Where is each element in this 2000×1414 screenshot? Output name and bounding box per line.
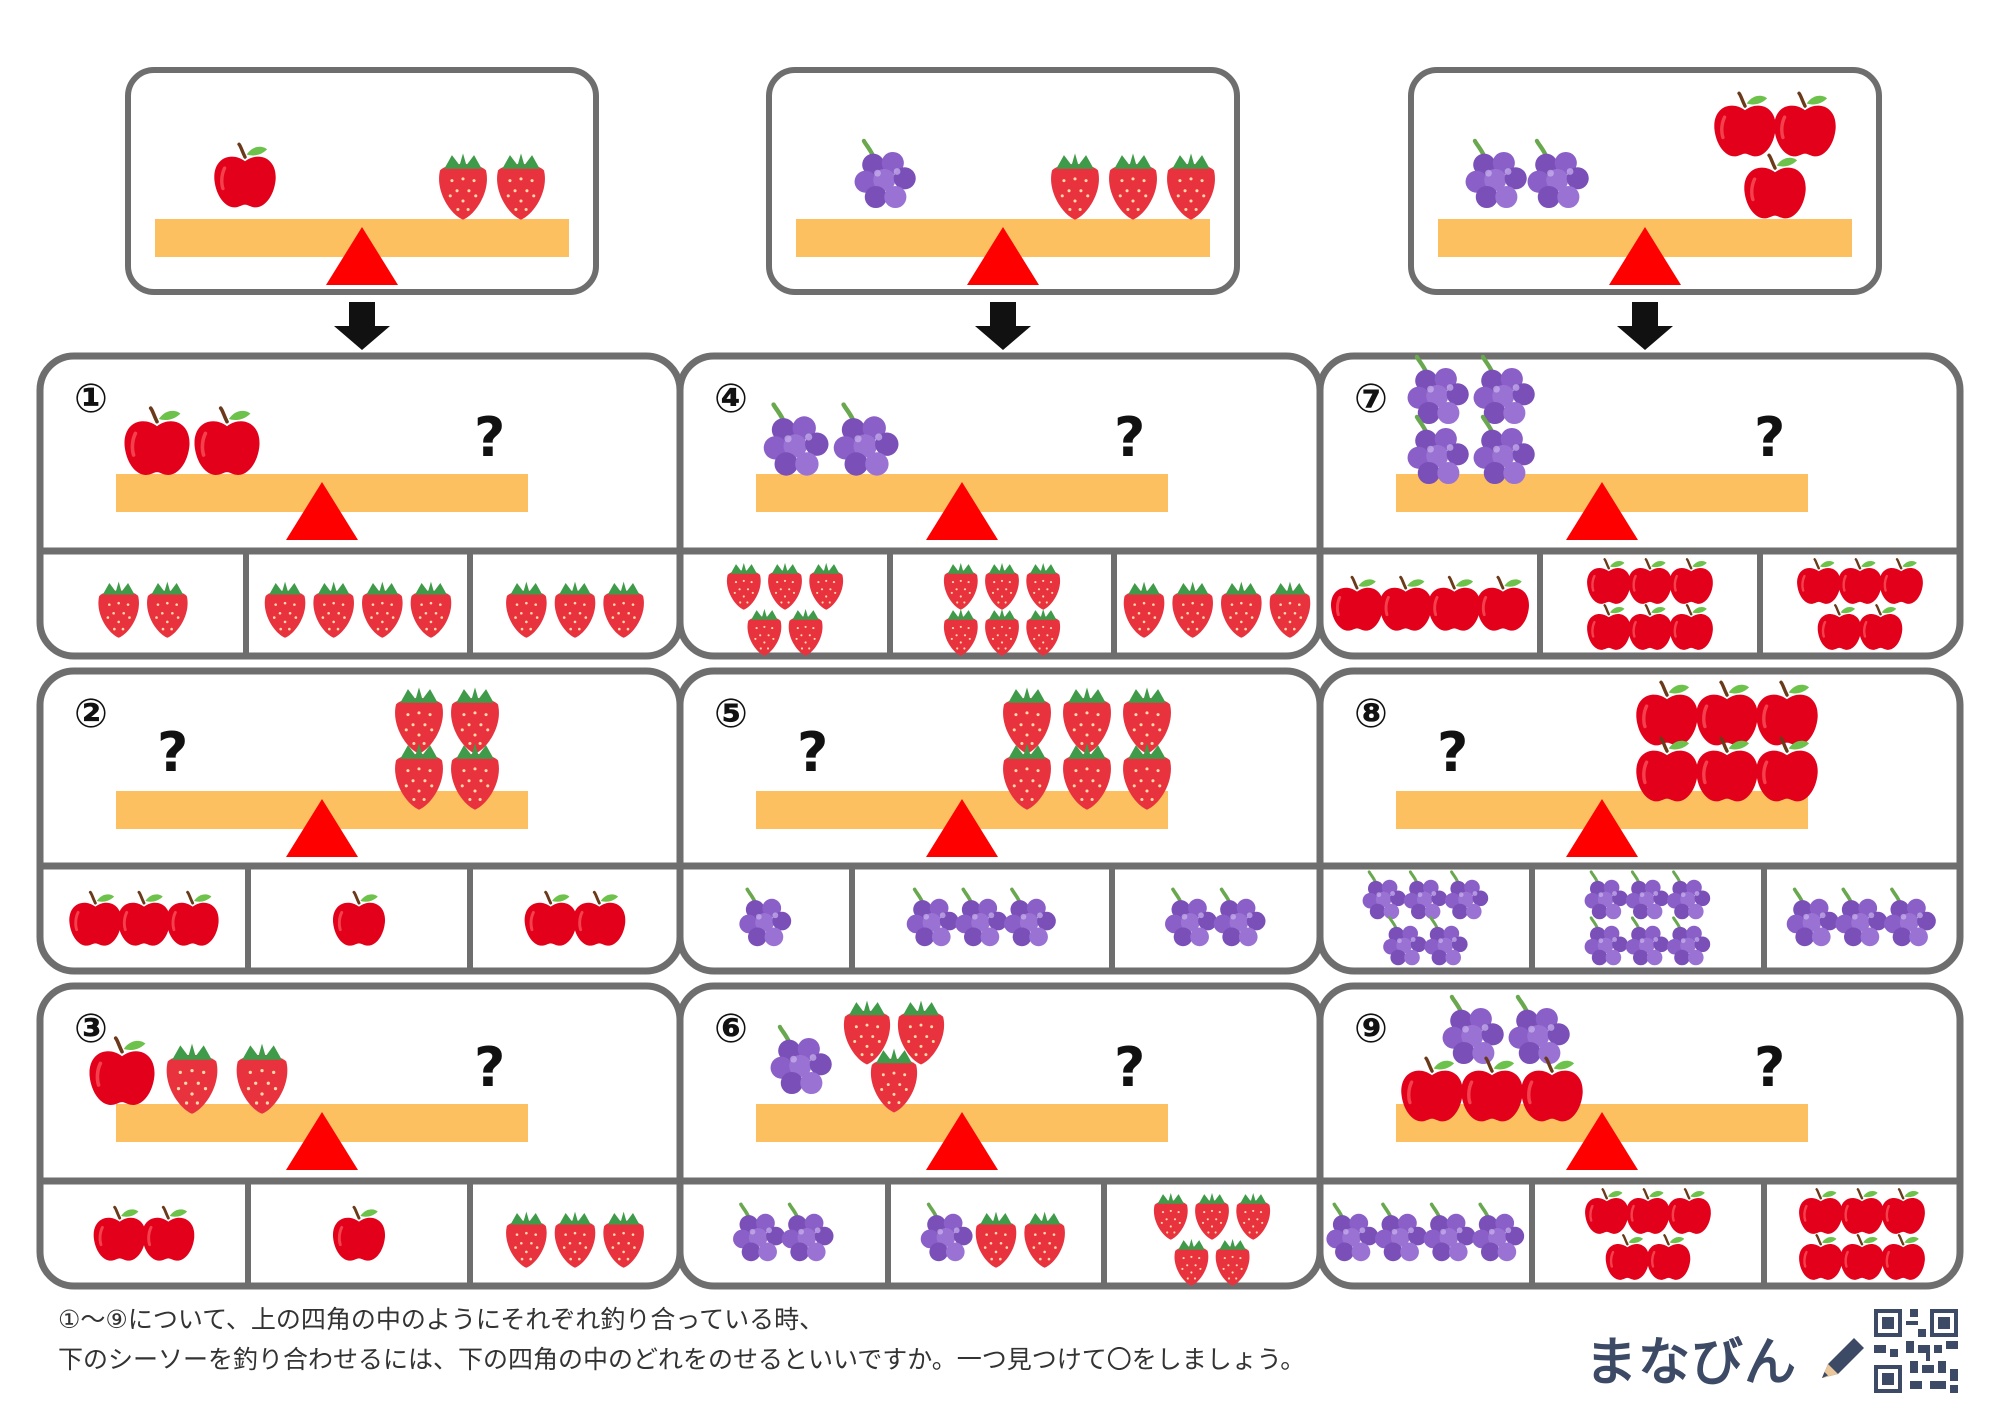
problem-number: ⑥ <box>714 1006 748 1052</box>
problem-number: ④ <box>714 376 748 422</box>
problem-5: ⑤? <box>676 667 1324 975</box>
question-mark: ? <box>1114 1036 1145 1099</box>
down-arrow-icon <box>334 302 390 350</box>
seesaw-fulcrum <box>1566 1112 1638 1170</box>
brand-name: まなびん <box>1585 1333 1798 1393</box>
question-mark: ? <box>1754 1036 1785 1099</box>
answer-option-1[interactable] <box>44 555 242 652</box>
answer-option-2[interactable] <box>1536 1185 1760 1282</box>
question-mark: ? <box>474 1036 505 1099</box>
answer-option-2[interactable] <box>894 555 1110 656</box>
answer-option-1[interactable] <box>1324 870 1528 967</box>
problem-1: ①? <box>36 352 684 660</box>
answer-option-2[interactable] <box>856 870 1108 967</box>
answer-option-3[interactable] <box>1768 1185 1956 1282</box>
problem-number: ⑦ <box>1354 376 1388 422</box>
seesaw-fulcrum <box>286 1112 358 1170</box>
problem-number: ① <box>74 376 108 422</box>
problem-number: ⑤ <box>714 691 748 737</box>
question-mark: ? <box>1754 406 1785 469</box>
seesaw-fulcrum <box>326 227 398 285</box>
answer-option-3[interactable] <box>474 870 676 967</box>
answer-option-1[interactable] <box>1324 555 1536 652</box>
answer-option-3[interactable] <box>474 1185 676 1282</box>
seesaw-fulcrum <box>926 1112 998 1170</box>
answer-option-3[interactable] <box>1768 870 1956 967</box>
seesaw-fulcrum <box>926 482 998 540</box>
instructions-text: ①〜⑨について、上の四角の中のようにそれぞれ釣り合っている時、 下のシーソーを釣… <box>58 1300 1558 1380</box>
instructions-line-1: ①〜⑨について、上の四角の中のようにそれぞれ釣り合っている時、 <box>58 1305 825 1334</box>
instructions-line-2: 下のシーソーを釣り合わせるには、下の四角の中のどれをのせるといいですか。一つ見つ… <box>58 1345 1306 1374</box>
answer-option-cell[interactable] <box>1536 1185 1760 1282</box>
question-mark: ? <box>1114 406 1145 469</box>
answer-option-2[interactable] <box>252 870 466 967</box>
problem-number: ② <box>74 691 108 737</box>
answer-option-1[interactable] <box>684 1185 884 1282</box>
answer-option-1[interactable] <box>1324 1185 1528 1282</box>
problem-2: ②? <box>36 667 684 975</box>
answer-option-3[interactable] <box>1764 555 1956 652</box>
answer-option-cell[interactable] <box>1764 555 1956 652</box>
answer-option-2[interactable] <box>892 1185 1100 1282</box>
answer-option-1[interactable] <box>684 870 848 967</box>
qr-code-icon <box>1870 1305 1962 1397</box>
answer-option-1[interactable] <box>44 1185 244 1282</box>
problem-number: ③ <box>74 1006 108 1052</box>
seesaw-fulcrum <box>1609 227 1681 285</box>
legend-box-1 <box>125 67 599 350</box>
answer-option-3[interactable] <box>1116 870 1316 967</box>
down-arrow-icon <box>975 302 1031 350</box>
legend-box-3 <box>1408 67 1882 350</box>
problem-number: ⑨ <box>1354 1006 1388 1052</box>
answer-option-2[interactable] <box>252 1185 466 1282</box>
down-arrow-icon <box>1617 302 1673 350</box>
answer-option-1[interactable] <box>44 870 244 967</box>
problem-7: ⑦? <box>1316 352 1964 660</box>
problem-3: ③? <box>36 982 684 1290</box>
seesaw-fulcrum <box>967 227 1039 285</box>
answer-option-3[interactable] <box>1118 555 1316 652</box>
problem-6: ⑥? <box>676 982 1324 1290</box>
problem-number: ⑧ <box>1354 691 1388 737</box>
answer-option-3[interactable] <box>1108 1185 1316 1286</box>
seesaw-fulcrum <box>1566 799 1638 857</box>
problem-4: ④? <box>676 352 1324 660</box>
answer-option-2[interactable] <box>1544 555 1756 652</box>
seesaw-fulcrum <box>286 799 358 857</box>
question-mark: ? <box>157 721 188 784</box>
problem-8: ⑧? <box>1316 667 1964 975</box>
seesaw-fulcrum <box>286 482 358 540</box>
legend-box-2 <box>766 67 1240 350</box>
question-mark: ? <box>1437 721 1468 784</box>
answer-option-2[interactable] <box>250 555 466 652</box>
answer-option-3[interactable] <box>474 555 676 652</box>
seesaw-fulcrum <box>1566 482 1638 540</box>
question-mark: ? <box>797 721 828 784</box>
seesaw-fulcrum <box>926 799 998 857</box>
answer-option-cell[interactable] <box>44 555 242 652</box>
pencil-icon <box>1822 1338 1865 1378</box>
question-mark: ? <box>474 406 505 469</box>
answer-option-2[interactable] <box>1536 870 1760 967</box>
answer-option-1[interactable] <box>684 555 886 656</box>
brand-logo: まなびん <box>1585 1320 1868 1395</box>
problem-9: ⑨? <box>1316 982 1964 1290</box>
